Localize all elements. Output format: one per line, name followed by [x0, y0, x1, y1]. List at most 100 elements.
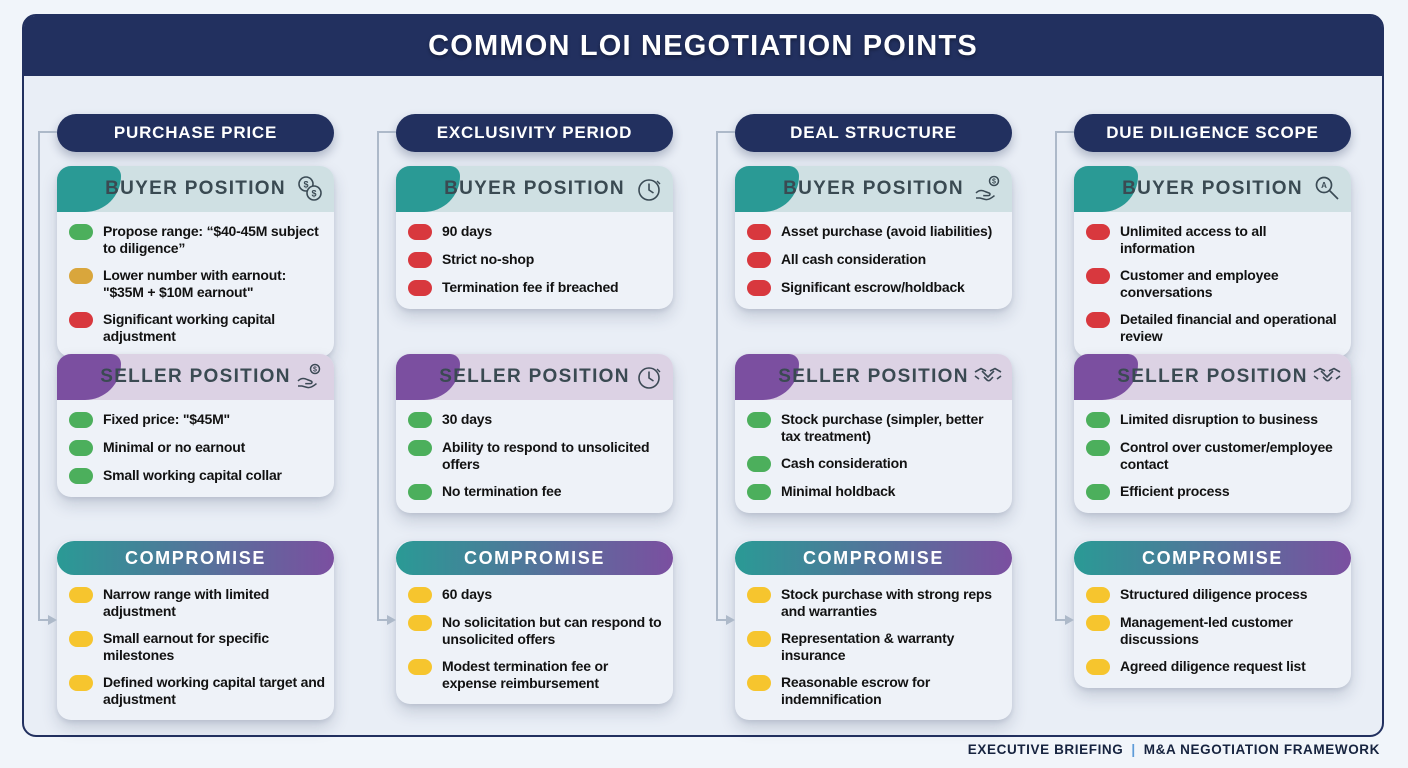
card-title: COMPROMISE: [463, 547, 605, 568]
item-text: Unlimited access to all information: [1120, 223, 1267, 256]
item-text: Stock purchase (simpler, better tax trea…: [781, 411, 984, 444]
comp-card-header: COMPROMISE: [57, 541, 334, 575]
item-text: No solicitation but can respond to unsol…: [442, 614, 662, 647]
seller-card: SELLER POSITION $ Fixed price: "$45M"Min…: [57, 354, 334, 497]
item-text: 60 days: [442, 586, 492, 602]
red-bullet-icon: [1086, 224, 1110, 240]
svg-text:$: $: [311, 189, 316, 199]
list-item: Efficient process: [1086, 483, 1343, 501]
yellow-bullet-icon: [69, 631, 93, 648]
list-item: Reasonable escrow for indemnification: [747, 674, 1004, 707]
list-item: Detailed financial and operational revie…: [1086, 311, 1343, 344]
seller-card-header: SELLER POSITION: [735, 354, 1012, 400]
red-bullet-icon: [408, 224, 432, 240]
item-text: Cash consideration: [781, 455, 908, 472]
green-bullet-icon: [1086, 412, 1110, 428]
item-text: Management-led customer discussions: [1120, 614, 1293, 647]
item-text: 90 days: [442, 223, 492, 239]
list-item: Fixed price: "$45M": [69, 411, 326, 428]
seller-card-header: SELLER POSITION: [1074, 354, 1351, 400]
item-text: Strict no-shop: [442, 251, 535, 267]
clock-icon: [634, 174, 664, 204]
list-item: Strict no-shop: [408, 251, 665, 268]
list-item: Significant escrow/holdback: [747, 279, 1004, 296]
footer: EXECUTIVE BRIEFING | M&A NEGOTIATION FRA…: [968, 742, 1380, 757]
list-item: Stock purchase (simpler, better tax trea…: [747, 411, 1004, 444]
connector-line: [377, 131, 396, 133]
comp-card: COMPROMISE Stock purchase with strong rep…: [735, 541, 1012, 721]
yellow-bullet-icon: [69, 587, 93, 603]
item-text: Minimal holdback: [781, 483, 896, 500]
column-header-pill: DUE DILIGENCE SCOPE: [1074, 114, 1351, 152]
buyer-card-header: BUYER POSITION $ $: [57, 166, 334, 212]
item-text: Fixed price: "$45M": [103, 411, 230, 427]
seller-card: SELLER POSITION Limited disruption to bu…: [1074, 354, 1351, 514]
seller-card: SELLER POSITION Stock purchase (simpler,…: [735, 354, 1012, 514]
green-bullet-icon: [747, 412, 771, 428]
list-item: Control over customer/employee contact: [1086, 439, 1343, 472]
green-bullet-icon: [69, 224, 93, 240]
list-item: All cash consideration: [747, 251, 1004, 268]
list-item: Minimal holdback: [747, 483, 1004, 501]
item-text: Ability to respond to unsolicited offers: [442, 439, 650, 472]
item-text: All cash consideration: [781, 251, 926, 267]
green-bullet-icon: [69, 412, 93, 428]
list-item: Cash consideration: [747, 455, 1004, 473]
card-title: COMPROMISE: [802, 547, 944, 568]
footer-left-label: EXECUTIVE BRIEFING: [967, 742, 1124, 757]
connector-line: [38, 131, 40, 619]
item-text: Efficient process: [1120, 483, 1230, 500]
item-text: 30 days: [442, 411, 492, 427]
comp-card: COMPROMISE 60 days No solicitation but can…: [396, 541, 673, 705]
card-title: SELLER POSITION: [439, 366, 630, 387]
item-text: Agreed diligence request list: [1120, 658, 1306, 675]
connector-line: [377, 131, 379, 619]
yellow-bullet-icon: [408, 659, 432, 676]
list-item: Small earnout for specific milestones: [69, 630, 326, 663]
green-bullet-icon: [408, 412, 432, 428]
card-items: Fixed price: "$45M"Minimal or no earnout…: [57, 400, 334, 497]
item-text: Customer and employee conversations: [1120, 267, 1279, 300]
red-bullet-icon: [747, 280, 771, 296]
card-items: Propose range: “$40-45M subject to dilig…: [57, 212, 334, 357]
card-items: Stock purchase with strong reps and warr…: [735, 575, 1012, 720]
amber-bullet-icon: [69, 268, 93, 285]
comp-card-header: COMPROMISE: [735, 541, 1012, 575]
yellow-bullet-icon: [747, 675, 771, 692]
page-title: COMMON LOI NEGOTIATION POINTS: [428, 29, 978, 62]
dollar-coins-icon: $ $: [295, 174, 325, 204]
comp-card: COMPROMISE Narrow range with limited adju…: [57, 541, 334, 721]
yellow-bullet-icon: [408, 615, 432, 631]
yellow-bullet-icon: [1086, 659, 1110, 676]
buyer-card-header: BUYER POSITION A: [1074, 166, 1351, 212]
list-item: Narrow range with limited adjustment: [69, 586, 326, 619]
connector-arrow-icon: [48, 615, 57, 625]
title-bar: COMMON LOI NEGOTIATION POINTS: [24, 16, 1382, 76]
item-text: Significant working capital adjustment: [103, 311, 275, 344]
comp-card-header: COMPROMISE: [396, 541, 673, 575]
item-text: No termination fee: [442, 483, 562, 500]
magnifier-icon: A: [1312, 174, 1342, 204]
list-item: Significant working capital adjustment: [69, 311, 326, 344]
red-bullet-icon: [747, 224, 771, 240]
card-title: BUYER POSITION: [105, 178, 286, 199]
list-item: Defined working capital target and adjus…: [69, 674, 326, 707]
item-text: Representation & warranty insurance: [781, 630, 955, 663]
connector-line: [1055, 619, 1067, 621]
item-text: Termination fee if breached: [442, 279, 619, 295]
seller-card-header: SELLER POSITION: [396, 354, 673, 400]
item-text: Structured diligence process: [1120, 586, 1308, 602]
list-item: 60 days: [408, 586, 665, 603]
connector-arrow-icon: [726, 615, 735, 625]
list-item: 30 days: [408, 411, 665, 428]
list-item: Propose range: “$40-45M subject to dilig…: [69, 223, 326, 256]
list-item: Representation & warranty insurance: [747, 630, 1004, 663]
item-text: Asset purchase (avoid liabilities): [781, 223, 993, 239]
footer-right-label: M&A NEGOTIATION FRAMEWORK: [1143, 742, 1380, 757]
